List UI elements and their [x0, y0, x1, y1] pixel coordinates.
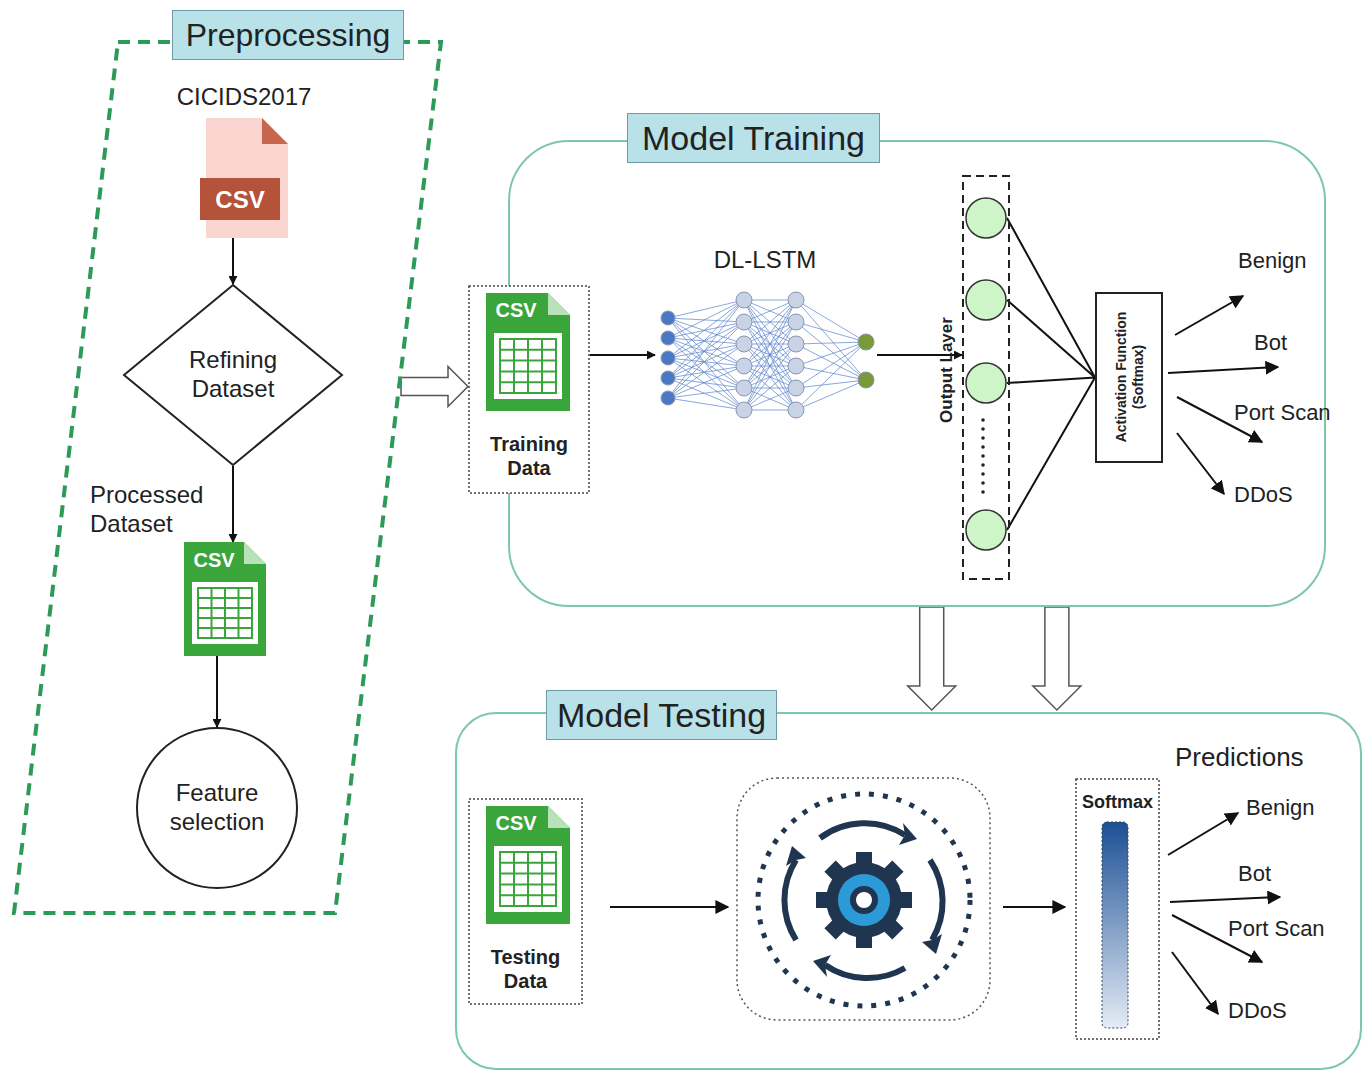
flow-arrow [216, 656, 218, 727]
class-label: Port Scan [1228, 916, 1325, 942]
testing-data-file: CSV Testing Data [468, 798, 583, 1005]
region-heading: Model Testing [546, 690, 777, 740]
hollow-arrow [908, 607, 956, 710]
class-label: Bot [1238, 861, 1271, 887]
region-heading: Preprocessing [172, 10, 404, 60]
round60-shape [508, 140, 1326, 607]
gear-process-icon [737, 778, 990, 1020]
node-text: Activation Function (Softmax) [1099, 295, 1159, 460]
outlayer-shape [962, 175, 1010, 580]
class-label: DDoS [1228, 998, 1287, 1024]
hollow-arrow [1033, 607, 1081, 710]
softmax-shape [1075, 778, 1160, 1040]
node-text: Feature selection [152, 773, 282, 843]
class-label: Port Scan [1234, 400, 1331, 426]
activation-box: Activation Function (Softmax) [1095, 292, 1163, 463]
process-circle: Feature selection [136, 727, 298, 889]
node-text: CICIDS2017 [164, 82, 324, 112]
node-text: Output Layer [935, 295, 959, 445]
class-label: Benign [1238, 248, 1307, 274]
node-text: Testing Data [470, 938, 581, 1000]
hollow-arrow [401, 367, 468, 407]
node-text: Softmax [1075, 790, 1160, 816]
network-shape [655, 290, 877, 420]
node-text: Refining Dataset [163, 338, 303, 412]
class-label: Benign [1246, 795, 1315, 821]
flow-arrow [590, 354, 655, 356]
node-text: Training Data [472, 425, 586, 487]
flow-arrow [232, 466, 234, 542]
predictions-heading: Predictions [1175, 742, 1304, 773]
node-text: Processed Dataset [90, 480, 222, 540]
flow-arrow [232, 238, 234, 284]
training-region: Model TrainingCSVTraining DataDL-LSTMOut… [508, 140, 1326, 607]
fan-in-lines [1007, 218, 1095, 530]
node-text: CSV [200, 185, 280, 215]
region-heading: Model Training [627, 113, 880, 163]
node-text: CSV [488, 809, 544, 837]
node-text: CSV [186, 546, 242, 574]
output-layer: Output Layer [962, 175, 1010, 580]
preprocessing-region: PreprocessingCICIDS2017CSVRefining Datas… [12, 40, 443, 915]
decision-diamond: Refining Dataset [123, 284, 343, 466]
output-arrows [610, 296, 1280, 1014]
csvpink-shape [200, 118, 288, 238]
csv-file-icon: CICIDS2017CSV [200, 118, 288, 238]
lstm-network: DL-LSTM [655, 290, 877, 420]
node-text: DL-LSTM [675, 244, 855, 276]
class-label: Bot [1254, 330, 1287, 356]
node-text: CSV [488, 296, 544, 324]
training-data-file: CSV Training Data [468, 285, 590, 494]
class-label: DDoS [1234, 482, 1293, 508]
softmax-bar: Softmax [1075, 778, 1160, 1040]
csv-file-icon: Processed DatasetCSV [184, 542, 266, 656]
